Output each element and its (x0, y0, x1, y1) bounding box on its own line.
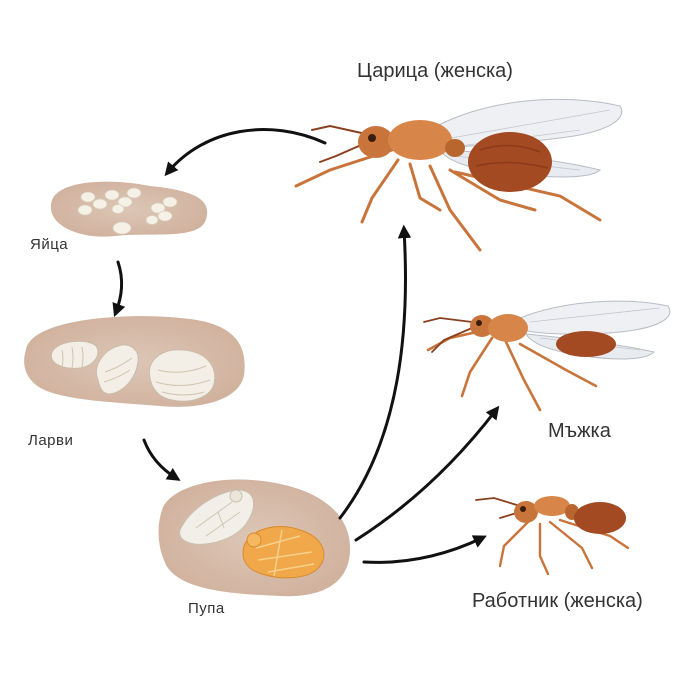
queen-antennae (311, 124, 369, 163)
label-larvae: Ларви (28, 432, 74, 449)
cycle-arrows (112, 128, 500, 564)
queen-ant (294, 98, 623, 252)
queen-thorax (388, 120, 452, 160)
arrow-pupa-to-worker (362, 535, 487, 564)
queen-head (358, 126, 394, 158)
label-pupa: Пупа (188, 600, 225, 617)
larvae-stage (24, 316, 245, 407)
male-thorax (488, 314, 528, 342)
label-male: Мъжка (548, 420, 611, 442)
male-abdomen (556, 331, 616, 357)
male-ant (423, 300, 671, 412)
label-worker: Работник (женска) (472, 590, 643, 612)
worker-ant (475, 496, 630, 576)
larva-3 (148, 349, 216, 402)
label-queen: Царица (женска) (357, 60, 513, 82)
pupa-orange (242, 526, 325, 579)
arrow-larvae-to-pupa (142, 438, 181, 481)
worker-antennae (475, 497, 521, 519)
eggs-stage (50, 181, 208, 237)
label-eggs: Яйца (30, 236, 69, 253)
male-head (470, 315, 494, 337)
arrow-queen-to-eggs (164, 128, 327, 177)
worker-head (514, 501, 538, 523)
worker-thorax (534, 496, 570, 516)
male-antennae (423, 317, 473, 353)
male-wings (519, 300, 671, 335)
larva-1 (50, 340, 99, 369)
arrow-pupa-to-male (354, 405, 500, 542)
pupa-stage (158, 479, 351, 597)
egg-cluster (77, 187, 178, 235)
arrow-eggs-to-larvae (112, 260, 126, 318)
worker-legs (498, 518, 630, 576)
larva-2 (96, 344, 139, 395)
pupa-white (179, 489, 254, 545)
arrow-pupa-to-queen (338, 224, 412, 520)
worker-abdomen (574, 502, 626, 534)
